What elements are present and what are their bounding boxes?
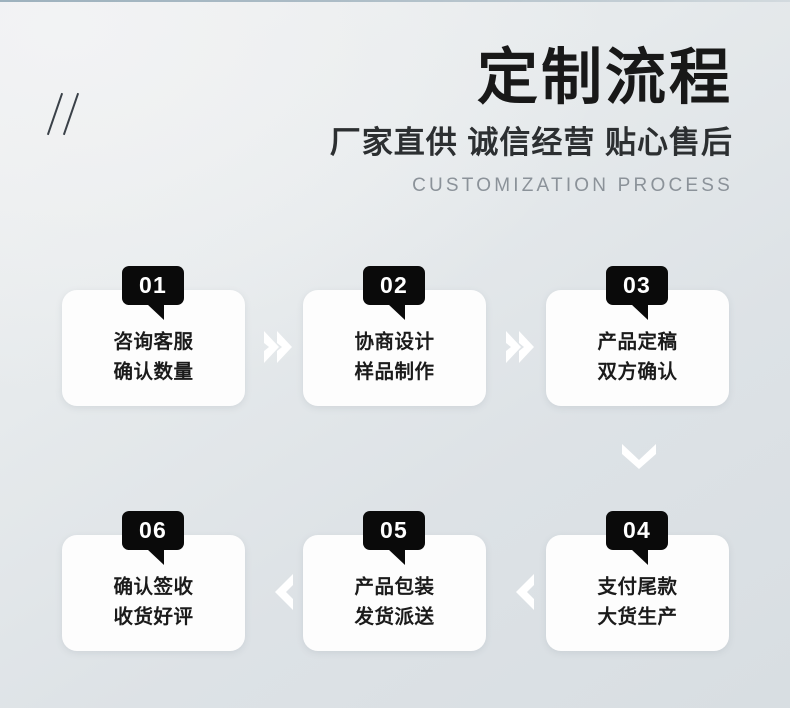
page-subtitle: 厂家直供 诚信经营 贴心售后 [329,125,733,161]
chevron-left-icon [506,571,538,613]
slash-decoration-icon [46,92,93,138]
step-line-1: 确认签收 [113,575,194,598]
double-chevron-right-icon [262,327,296,367]
step-card-text-05: 产品包装 发货派送 [303,572,486,632]
step-number-badge-03: 03 [606,266,668,320]
step-number-badge-01: 01 [122,266,184,320]
step-card-text-04: 支付尾款 大货生产 [546,572,729,632]
step-number-02: 02 [380,272,408,298]
step-number-badge-06: 06 [122,511,184,565]
step-line-2: 确认数量 [113,360,194,383]
step-line-2: 双方确认 [597,360,678,383]
step-card-text-06: 确认签收 收货好评 [62,572,245,632]
step-line-1: 协商设计 [354,330,435,353]
page-title: 定制流程 [476,43,733,111]
step-card-06[interactable]: 06 确认签收 收货好评 [62,511,245,651]
step-card-04[interactable]: 04 支付尾款 大货生产 [546,511,729,651]
chevron-left-icon [265,571,297,613]
step-number-badge-02: 02 [363,266,425,320]
step-card-text-01: 咨询客服 确认数量 [62,327,245,387]
step-card-01[interactable]: 01 咨询客服 确认数量 [62,266,245,406]
double-chevron-right-icon [504,327,538,367]
step-number-04: 04 [623,517,651,543]
page-header: 定制流程 厂家直供 诚信经营 贴心售后 CUSTOMIZATION PROCES… [213,46,733,198]
step-number-03: 03 [623,272,651,298]
step-card-text-02: 协商设计 样品制作 [303,327,486,387]
step-line-1: 产品定稿 [597,330,678,353]
step-card-02[interactable]: 02 协商设计 样品制作 [303,266,486,406]
step-number-06: 06 [139,517,167,543]
badge-tail-icon [627,549,648,565]
step-line-2: 发货派送 [354,605,435,628]
chevron-down-icon [619,441,659,471]
step-card-text-03: 产品定稿 双方确认 [546,327,729,387]
badge-tail-icon [143,549,164,565]
step-line-1: 支付尾款 [597,575,678,598]
step-number-01: 01 [139,272,167,298]
badge-tail-icon [143,304,164,320]
step-number-badge-05: 05 [363,511,425,565]
step-card-05[interactable]: 05 产品包装 发货派送 [303,511,486,651]
step-line-1: 咨询客服 [113,330,194,353]
page-eyebrow-english: CUSTOMIZATION PROCESS [412,174,733,196]
step-number-badge-04: 04 [606,511,668,565]
top-edge-accent-line [0,0,790,2]
step-line-1: 产品包装 [354,575,435,598]
step-line-2: 样品制作 [354,360,435,383]
badge-tail-icon [627,304,648,320]
step-line-2: 大货生产 [597,605,678,628]
step-number-05: 05 [380,517,408,543]
badge-tail-icon [384,549,405,565]
step-card-03[interactable]: 03 产品定稿 双方确认 [546,266,729,406]
badge-tail-icon [384,304,405,320]
step-line-2: 收货好评 [113,605,194,628]
